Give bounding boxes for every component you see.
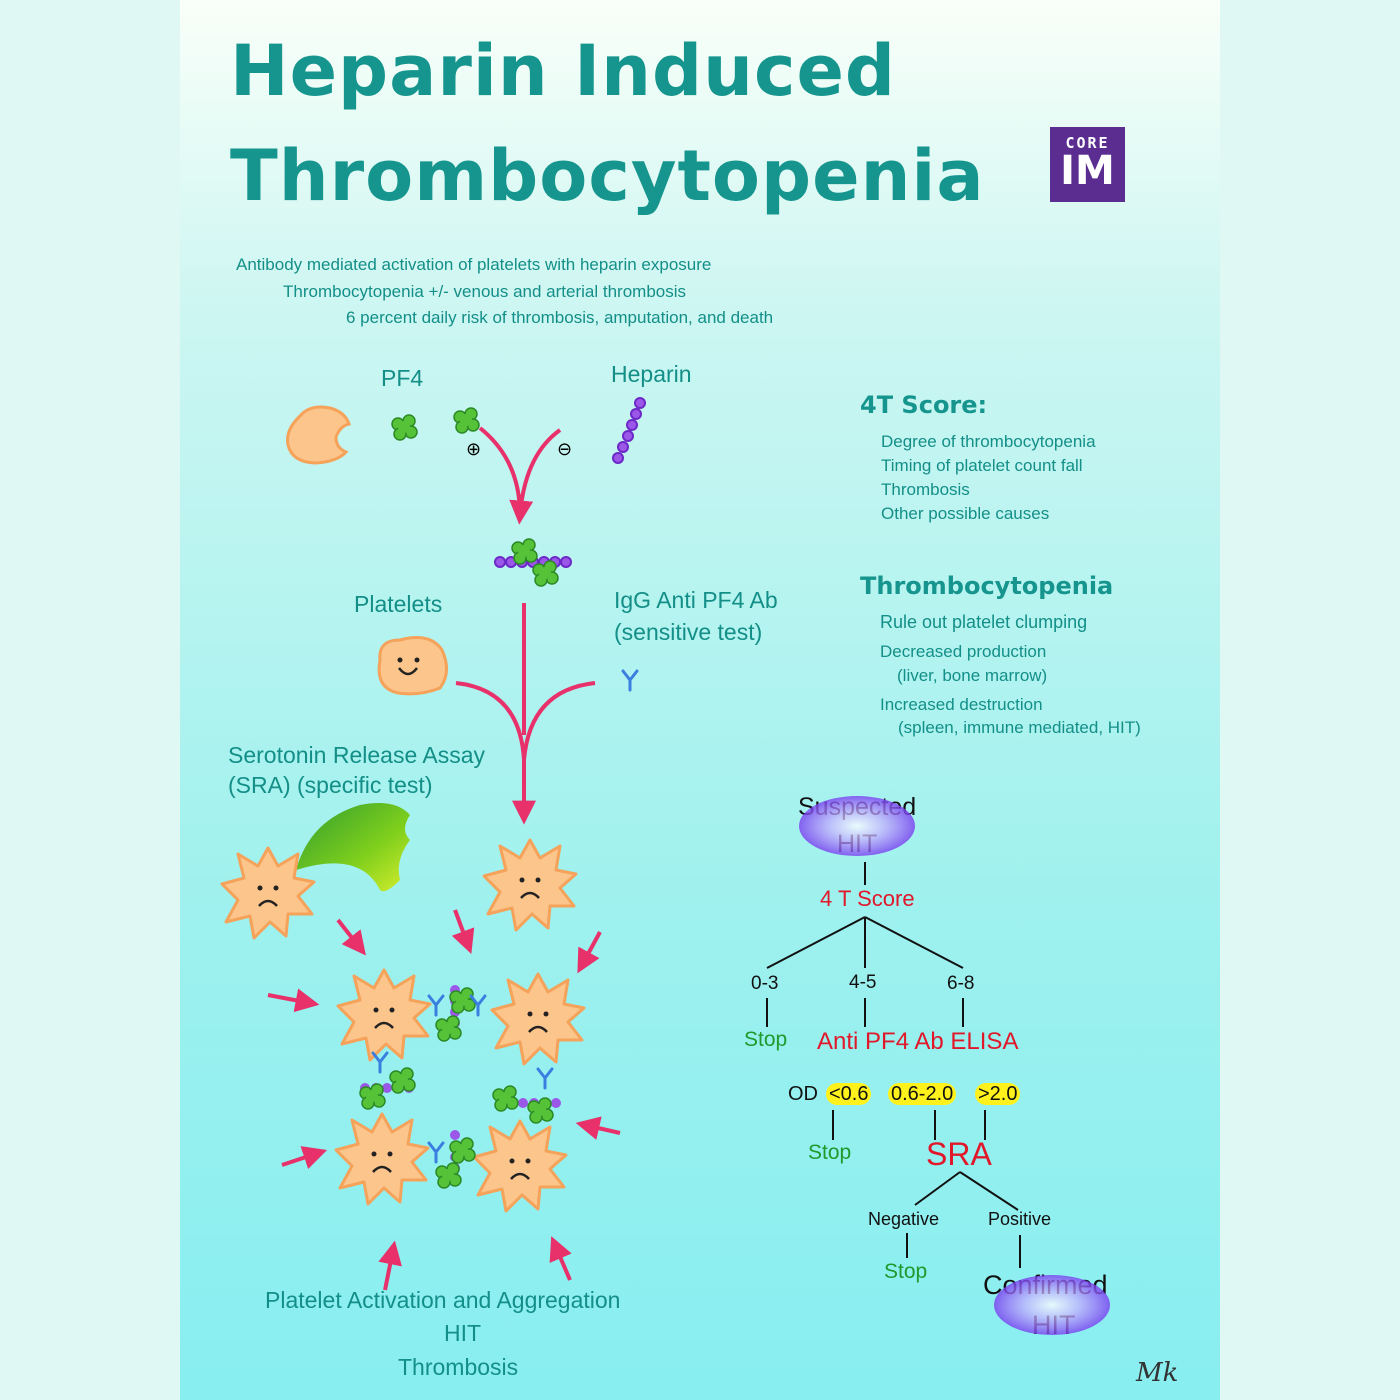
- minus-charge: ⊖: [557, 439, 573, 460]
- pf4-label: PF4: [381, 365, 424, 391]
- heparin-label: Heparin: [611, 361, 692, 387]
- flow-confirmed-2: HIT: [1032, 1310, 1076, 1340]
- poster: Heparin Induced Thrombocytopenia Antibod…: [180, 0, 1220, 1400]
- artist-signature: Mk: [1136, 1358, 1179, 1388]
- flow-od-value: <0.6: [826, 1083, 872, 1106]
- thrombo-item: (spleen, immune mediated, HIT): [898, 718, 1141, 737]
- thrombo-item: Decreased production: [880, 642, 1047, 661]
- logo-im-text: IM: [1060, 148, 1115, 194]
- flow-od-value: 0.6-2.0: [888, 1083, 957, 1106]
- flow-suspected-1: Suspected: [798, 793, 917, 821]
- four-t-item: Other possible causes: [881, 504, 1050, 523]
- intro-line-2: Thrombocytopenia +/- venous and arterial…: [283, 282, 687, 301]
- four-t-item: Timing of platelet count fall: [881, 456, 1083, 475]
- four-t-item: Degree of thrombocytopenia: [881, 432, 1096, 451]
- flow-range: 0-3: [751, 973, 779, 994]
- flow-od-label: OD: [788, 1083, 818, 1105]
- flow-od-value: >2.0: [975, 1083, 1021, 1106]
- intro-line-3: 6 percent daily risk of thrombosis, ampu…: [346, 308, 774, 327]
- flow-elisa: Anti PF4 Ab ELISA: [817, 1028, 1019, 1055]
- four-t-item: Thrombosis: [881, 480, 970, 499]
- od-mid-value: 0.6-2.0: [888, 1083, 957, 1105]
- core-im-logo: CORE IM: [1050, 127, 1125, 202]
- flow-stop-1: Stop: [744, 1028, 788, 1051]
- thrombo-item: Increased destruction: [880, 695, 1043, 714]
- platelets-label: Platelets: [354, 591, 443, 617]
- flow-4t-score: 4 T Score: [820, 886, 915, 911]
- sra-label-1: Serotonin Release Assay: [228, 742, 485, 768]
- flow-range: 4-5: [849, 972, 877, 993]
- od-high-value: >2.0: [975, 1083, 1021, 1105]
- flow-range: 6-8: [947, 973, 975, 994]
- flow-sra: SRA: [926, 1136, 992, 1172]
- flow-stop-3: Stop: [884, 1260, 928, 1283]
- flow-confirmed-1: Confirmed: [983, 1270, 1108, 1300]
- igg-label-2: (sensitive test): [614, 619, 763, 645]
- thrombo-item: (liver, bone marrow): [897, 666, 1048, 685]
- igg-label-1: IgG Anti PF4 Ab: [614, 587, 778, 613]
- thrombo-item: Rule out platelet clumping: [880, 612, 1088, 632]
- flow-suspected-2: HIT: [837, 830, 878, 858]
- flow-negative: Negative: [868, 1209, 940, 1229]
- plus-charge: ⊕: [466, 439, 482, 460]
- flow-stop-2: Stop: [808, 1141, 852, 1164]
- thrombo-heading: Thrombocytopenia: [860, 572, 1114, 600]
- logo-core-text: CORE: [1065, 134, 1110, 152]
- bottom-label-3: Thrombosis: [398, 1354, 519, 1380]
- od-low-value: <0.6: [826, 1083, 872, 1105]
- flow-positive: Positive: [988, 1209, 1052, 1229]
- title-line-1: Heparin Induced: [230, 30, 897, 112]
- bottom-label-1: Platelet Activation and Aggregation: [265, 1287, 621, 1313]
- four-t-heading: 4T Score:: [860, 391, 988, 419]
- bottom-label-2: HIT: [444, 1320, 482, 1346]
- sra-label-2: (SRA) (specific test): [228, 772, 433, 798]
- title-line-2: Thrombocytopenia: [230, 135, 985, 217]
- intro-line-1: Antibody mediated activation of platelet…: [236, 255, 712, 274]
